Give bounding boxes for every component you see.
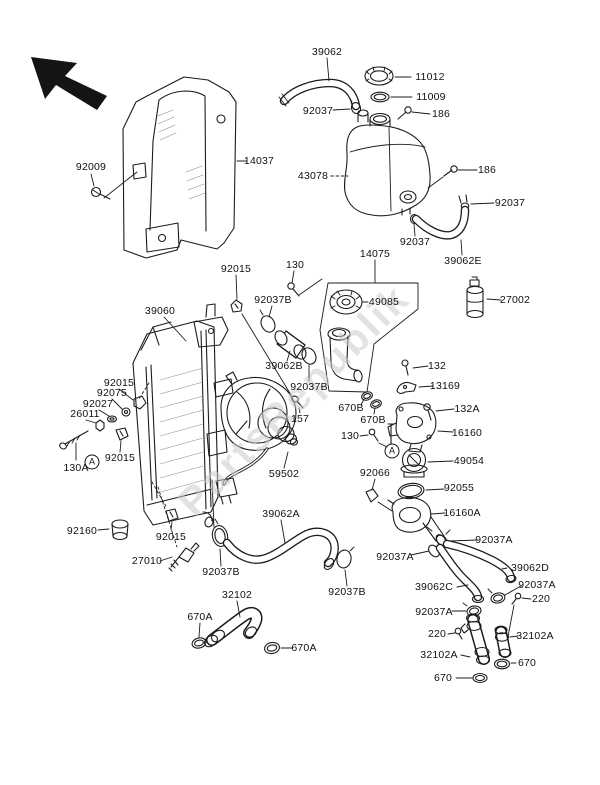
reserve-tank-drawing (278, 57, 502, 319)
part-number-label: 92037B (290, 381, 328, 393)
part-number-label: 92015 (103, 377, 135, 389)
bottom-left-parts-drawing (97, 508, 355, 587)
part-number-label: 92037A (376, 551, 414, 563)
part-number-label: 49085 (368, 296, 400, 308)
part-number-label: 32102 (221, 589, 253, 601)
part-number-label: 92037A (415, 606, 453, 618)
part-number-label: 92037 (302, 105, 334, 117)
part-number-label: 132A (454, 403, 480, 415)
part-number-label: 92075 (96, 387, 128, 399)
part-number-label: 27002 (499, 294, 531, 306)
part-number-label: 220 (531, 593, 551, 605)
part-number-label: 43078 (297, 170, 329, 182)
part-number-label: 92037 (494, 197, 526, 209)
left-fasteners-drawing (59, 382, 150, 461)
part-number-label: 39062B (265, 360, 303, 372)
part-number-label: 220 (427, 628, 447, 640)
assembly-ref-marker: A (84, 454, 100, 470)
part-number-label: 670B (360, 414, 386, 426)
part-number-label: 92037A (475, 534, 513, 546)
radiator-drawing (132, 270, 323, 548)
part-number-label: 670 (517, 657, 537, 669)
part-number-label: 39062D (511, 562, 549, 574)
part-number-label: 92027 (82, 398, 114, 410)
part-number-label: 11012 (415, 71, 445, 83)
part-number-label: 670A (291, 642, 317, 654)
part-number-label: 92037B (328, 586, 366, 598)
part-number-label: 32102A (516, 630, 554, 642)
filler-neck-box-drawing (319, 259, 419, 393)
part-number-label: 49054 (453, 455, 485, 467)
part-number-label: 92009 (75, 161, 107, 173)
cooling-fan-drawing (215, 371, 299, 505)
outlet-hoses-drawing (410, 529, 532, 684)
part-number-label: 11009 (416, 91, 446, 103)
part-number-label: 59502 (268, 468, 300, 480)
part-number-label: 92037 (399, 236, 431, 248)
part-number-label: 39062C (415, 581, 453, 593)
part-number-label: 27010 (131, 555, 163, 567)
arrow-up-left-icon (31, 57, 107, 110)
part-number-label: 13169 (429, 380, 461, 392)
part-number-label: 92015 (104, 452, 136, 464)
part-number-label: 92015 (155, 531, 187, 543)
part-number-label: 92160 (66, 525, 98, 537)
part-number-label: 26011 (70, 408, 100, 420)
part-number-label: 670 (433, 672, 453, 684)
part-number-label: 186 (431, 108, 451, 120)
part-number-label: 39062A (262, 508, 300, 520)
upper-hose-drawing (259, 305, 317, 382)
part-number-label: 130 (340, 430, 360, 442)
part-number-label: 132 (427, 360, 447, 372)
part-number-label: 157 (290, 413, 310, 425)
radiator-cover-drawing (90, 76, 248, 259)
part-number-label: 130 (285, 259, 305, 271)
part-number-label: 670A (187, 611, 213, 623)
part-number-label: 92037B (254, 294, 292, 306)
part-number-label: 92037A (518, 579, 556, 591)
assembly-ref-marker: A (384, 443, 400, 459)
part-number-label: 39062E (444, 255, 482, 267)
part-number-label: 39062 (311, 46, 343, 58)
part-number-label: 92037B (202, 566, 240, 578)
part-number-label: 14037 (243, 155, 275, 167)
part-number-label: 39060 (144, 305, 176, 317)
part-number-label: 92055 (443, 482, 475, 494)
part-number-label: 16160 (451, 427, 483, 439)
part-number-label: 92066 (359, 467, 391, 479)
part-number-label: 670B (338, 402, 364, 414)
part-number-label: 186 (477, 164, 497, 176)
part-number-label: 130A (63, 462, 89, 474)
part-number-label: 16160A (443, 507, 481, 519)
part-number-label: 14075 (359, 248, 391, 260)
part-number-label: 92015 (220, 263, 252, 275)
part-number-label: 32102A (420, 649, 458, 661)
water-pipe-drawing (191, 600, 293, 655)
thermostat-drawing (291, 359, 455, 546)
